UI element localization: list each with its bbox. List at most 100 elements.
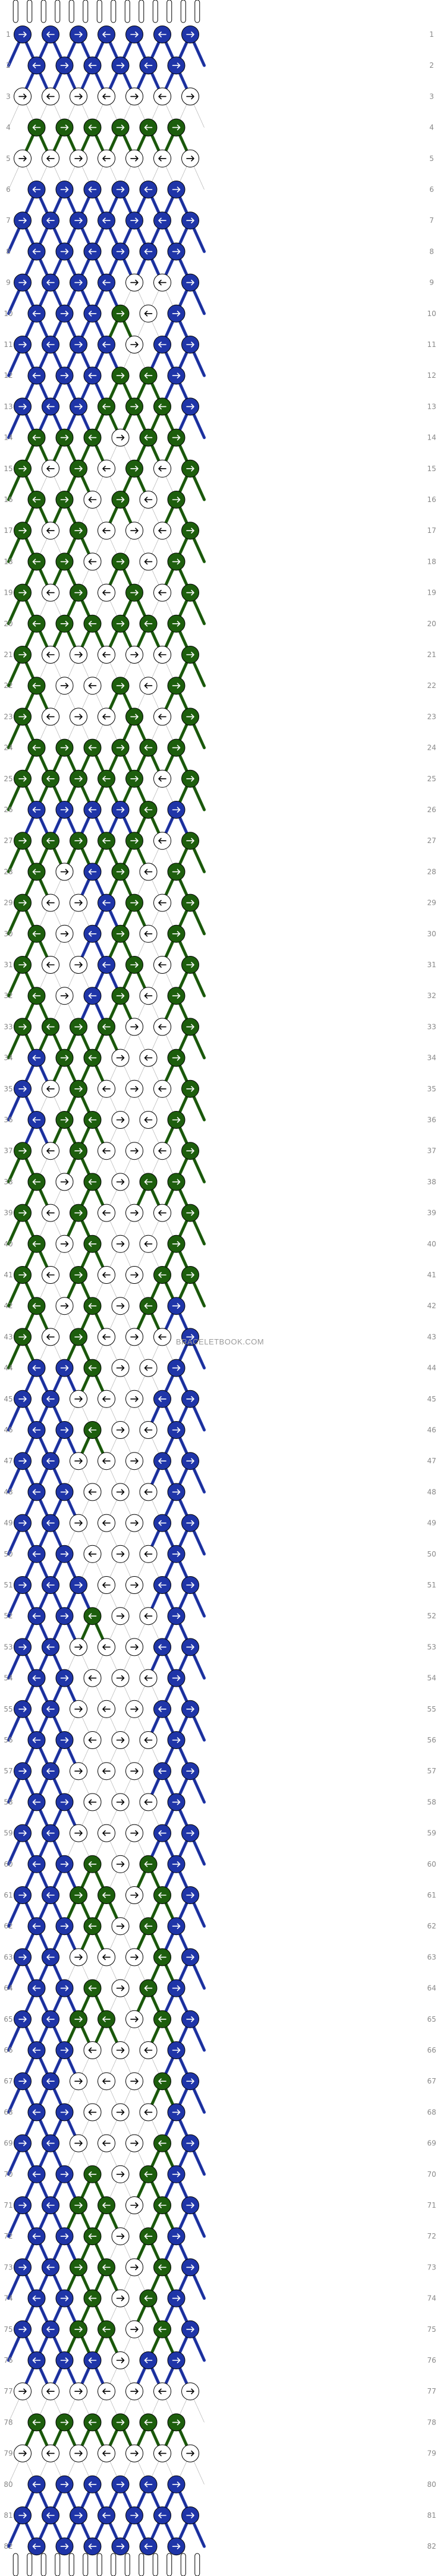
- knot: [125, 1576, 143, 1594]
- knot: [167, 1111, 186, 1129]
- arrow-right-icon: [74, 838, 83, 844]
- knot: [70, 522, 87, 540]
- knot: [167, 1793, 186, 1811]
- string-end: [40, 2553, 46, 2576]
- arrow-left-icon: [32, 1613, 41, 1619]
- row-number-left: 10: [4, 310, 12, 318]
- knot: [70, 2196, 87, 2214]
- arrow-right-icon: [74, 899, 83, 906]
- arrow-right-icon: [74, 1086, 83, 1092]
- arrow-left-icon: [32, 1055, 41, 1061]
- arrow-left-icon: [88, 1551, 97, 1557]
- knot: [139, 1235, 158, 1253]
- arrow-right-icon: [74, 2512, 83, 2518]
- arrow-left-icon: [46, 2326, 55, 2332]
- arrow-right-icon: [60, 807, 69, 813]
- row-number-right: 1: [429, 30, 434, 39]
- knot: [98, 832, 115, 850]
- row-number-left: 16: [4, 495, 12, 504]
- knot: [98, 1452, 115, 1470]
- row-number-left: 21: [4, 651, 12, 659]
- knot: [27, 1049, 46, 1067]
- knot: [70, 1452, 87, 1470]
- arrow-right-icon: [186, 279, 194, 286]
- arrow-left-icon: [46, 2078, 55, 2084]
- knot: [125, 1452, 143, 1470]
- row-number-left: 53: [4, 1643, 12, 1651]
- arrow-left-icon: [158, 589, 166, 596]
- knot: [181, 1638, 199, 1656]
- row-number-left: 60: [4, 1860, 12, 1868]
- arrow-left-icon: [158, 2388, 166, 2394]
- arrow-left-icon: [144, 1117, 153, 1123]
- knot: [125, 708, 143, 726]
- knot: [111, 2227, 130, 2246]
- arrow-left-icon: [102, 1954, 111, 1961]
- arrow-right-icon: [172, 1551, 181, 1557]
- arrow-right-icon: [172, 248, 181, 255]
- knot: [111, 987, 130, 1005]
- knot: [14, 26, 32, 43]
- row-number-right: 66: [427, 2046, 436, 2054]
- arrow-left-icon: [32, 2233, 41, 2239]
- knot: [70, 2320, 87, 2338]
- arrow-right-icon: [18, 1334, 27, 1340]
- arrow-right-icon: [172, 2047, 181, 2053]
- knot: [14, 894, 32, 912]
- knot: [55, 2103, 74, 2122]
- arrow-left-icon: [32, 2543, 41, 2549]
- row-number-right: 59: [427, 1829, 436, 1838]
- knot: [70, 211, 87, 230]
- knot: [14, 336, 32, 353]
- row-number-right: 69: [427, 2139, 436, 2148]
- knot: [153, 1576, 171, 1594]
- row-number-right: 31: [427, 961, 436, 969]
- knot: [98, 2444, 115, 2463]
- knot: [70, 1948, 87, 1966]
- string-start: [166, 0, 172, 23]
- row-number-right: 11: [427, 340, 436, 349]
- arrow-right-icon: [116, 124, 125, 131]
- arrow-right-icon: [172, 993, 181, 999]
- arrow-left-icon: [32, 1241, 41, 1247]
- knot: [27, 2475, 46, 2493]
- arrow-left-icon: [102, 589, 111, 596]
- arrow-right-icon: [172, 434, 181, 441]
- knot: [139, 304, 158, 323]
- knot: [153, 397, 171, 416]
- row-number-left: 28: [4, 867, 12, 876]
- arrow-left-icon: [102, 1582, 111, 1588]
- knot: [181, 1204, 199, 1222]
- row-number-right: 77: [427, 2387, 436, 2395]
- knot: [125, 2506, 143, 2524]
- knot: [111, 801, 130, 819]
- knot: [55, 118, 74, 137]
- row-number-right: 17: [427, 526, 436, 535]
- knot: [14, 2382, 32, 2401]
- knot: [153, 26, 171, 43]
- arrow-right-icon: [18, 2078, 27, 2084]
- knot: [98, 2196, 115, 2214]
- row-number-right: 54: [427, 1674, 436, 1682]
- row-number-left: 30: [4, 930, 12, 938]
- knot: [125, 646, 143, 664]
- knot: [27, 924, 46, 943]
- knot: [167, 614, 186, 633]
- arrow-right-icon: [130, 2016, 139, 2022]
- arrow-right-icon: [186, 2016, 194, 2022]
- arrow-left-icon: [144, 497, 153, 503]
- knot: [55, 553, 74, 571]
- arrow-right-icon: [116, 683, 125, 689]
- knot: [153, 583, 171, 602]
- arrow-left-icon: [158, 1334, 166, 1340]
- arrow-left-icon: [46, 1892, 55, 1898]
- knot: [181, 149, 199, 168]
- string-start: [194, 0, 200, 23]
- knot: [139, 491, 158, 509]
- knot: [125, 1079, 143, 1098]
- knot: [111, 1917, 130, 1936]
- knot: [14, 459, 32, 478]
- knot: [70, 2258, 87, 2277]
- arrow-right-icon: [60, 1117, 69, 1123]
- string-start: [68, 0, 74, 23]
